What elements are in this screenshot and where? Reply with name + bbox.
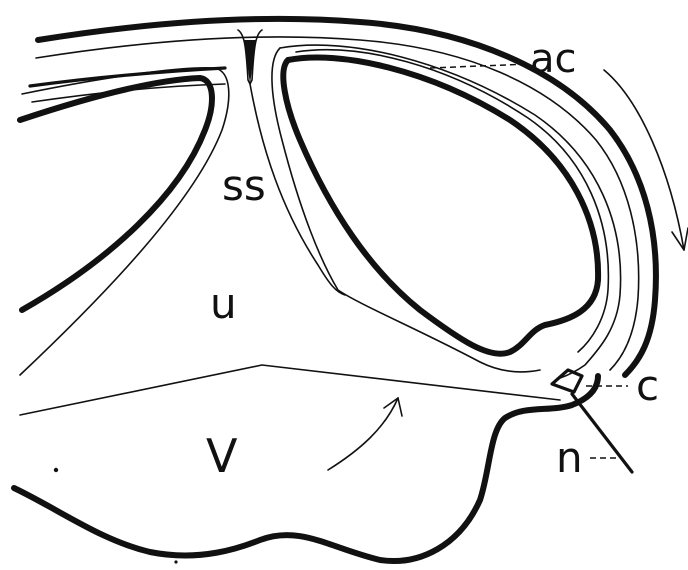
- right-canal-mid-line: [296, 50, 608, 352]
- septum-notch-fill: [244, 40, 256, 84]
- right-canal-outer-line-2: [272, 48, 540, 372]
- curved-arrow-bottom: [328, 398, 398, 470]
- label-ac: ac: [530, 36, 577, 82]
- label-V: V: [206, 429, 238, 483]
- left-canal-outline: [20, 78, 212, 310]
- crista-bump: [552, 370, 582, 392]
- left-canal-inner-line: [20, 68, 229, 375]
- curved-arrow-right: [604, 70, 684, 250]
- right-canal-inner-outline: [283, 58, 598, 354]
- label-u: u: [210, 279, 237, 328]
- utricle-floor-line: [20, 365, 560, 415]
- vestibule-outline: [14, 376, 598, 561]
- label-ss: ss: [222, 161, 266, 210]
- ink-speck: [54, 468, 58, 472]
- label-c: c: [636, 361, 659, 410]
- ink-speck: [174, 560, 177, 563]
- label-n: n: [556, 433, 583, 482]
